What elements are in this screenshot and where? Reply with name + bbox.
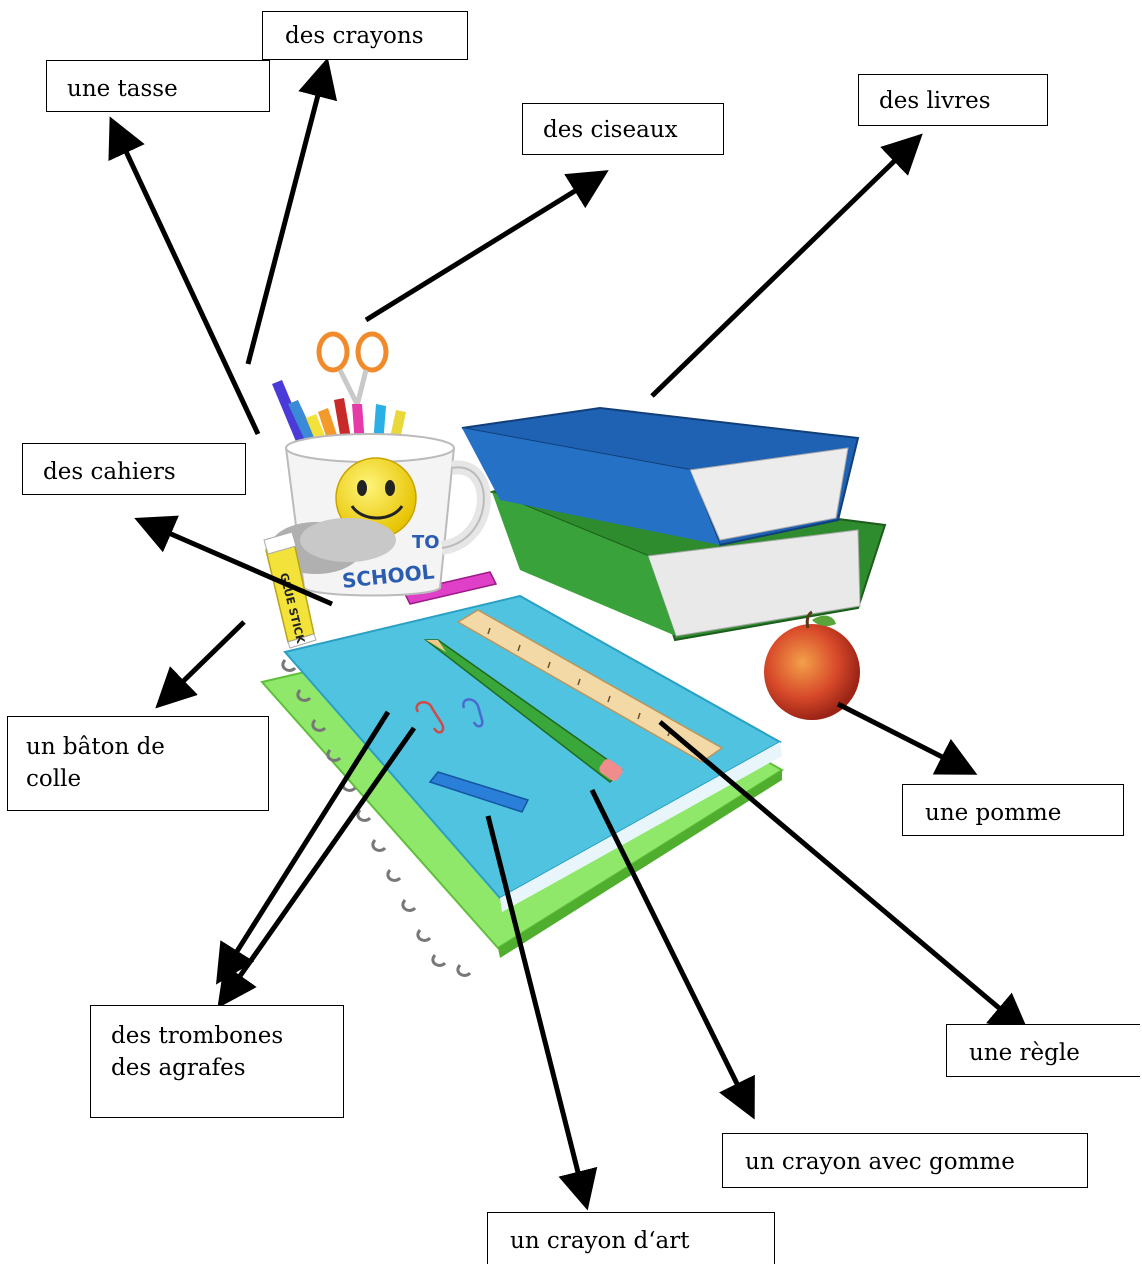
label-baton-de-colle: un bâton de colle [7, 716, 269, 811]
arrow-crayon-art [485, 815, 598, 1211]
label-des-crayons: des crayons [262, 11, 468, 60]
label-une-pomme: une pomme [902, 784, 1124, 836]
magenta-crayon [402, 571, 498, 605]
label-une-regle: une règle [946, 1024, 1140, 1077]
label-trombones-text: des trombones [111, 1023, 284, 1049]
arrows [108, 57, 1030, 1211]
label-crayon-avec-gomme: un crayon avec gomme [722, 1133, 1088, 1188]
arrow-ciseaux [364, 170, 609, 323]
label-crayon-art-text: un crayon d‘art [510, 1228, 690, 1254]
apple [764, 610, 860, 720]
label-des-ciseaux: des ciseaux [522, 103, 724, 155]
arrow-tasse [108, 116, 261, 436]
arrow-crayons [245, 57, 338, 365]
label-des-livres-text: des livres [879, 88, 991, 114]
label-crayon-avec-gomme-text: un crayon avec gomme [745, 1149, 1015, 1175]
label-trombones-agrafes: des trombones des agrafes [90, 1005, 344, 1118]
arrow-agrafes [217, 726, 417, 1009]
arrow-regle [658, 720, 1030, 1034]
label-des-cahiers: des cahiers [22, 443, 246, 495]
label-une-tasse: une tasse [46, 60, 270, 112]
mug-text-to: TO [412, 532, 440, 553]
label-baton-line1: un bâton de [26, 734, 165, 760]
arrow-baton [155, 620, 246, 709]
label-une-tasse-text: une tasse [67, 76, 178, 102]
label-des-ciseaux-text: des ciseaux [543, 117, 678, 143]
label-des-cahiers-text: des cahiers [43, 459, 176, 485]
label-une-regle-text: une règle [969, 1040, 1080, 1066]
label-baton-line2: colle [26, 766, 82, 792]
blue-book [461, 406, 860, 547]
arrow-cahiers [134, 515, 333, 607]
green-pencil [423, 639, 624, 783]
label-des-crayons-text: des crayons [285, 23, 424, 49]
arrow-pomme [836, 701, 978, 775]
label-crayon-art: un crayon d‘art [487, 1212, 775, 1264]
arrow-livres [650, 133, 923, 398]
label-une-pomme-text: une pomme [925, 800, 1062, 826]
scissors [316, 331, 389, 412]
arrow-crayon-gomme [589, 788, 755, 1120]
label-agrafes-text: des agrafes [111, 1055, 246, 1081]
label-des-livres: des livres [858, 74, 1048, 126]
paper-clips [415, 698, 484, 734]
arrow-trombones [215, 710, 391, 985]
blue-crayon [428, 771, 530, 813]
ruler [456, 609, 724, 763]
blue-notebook [283, 594, 783, 912]
mug: TO SCHOOL [270, 433, 491, 597]
